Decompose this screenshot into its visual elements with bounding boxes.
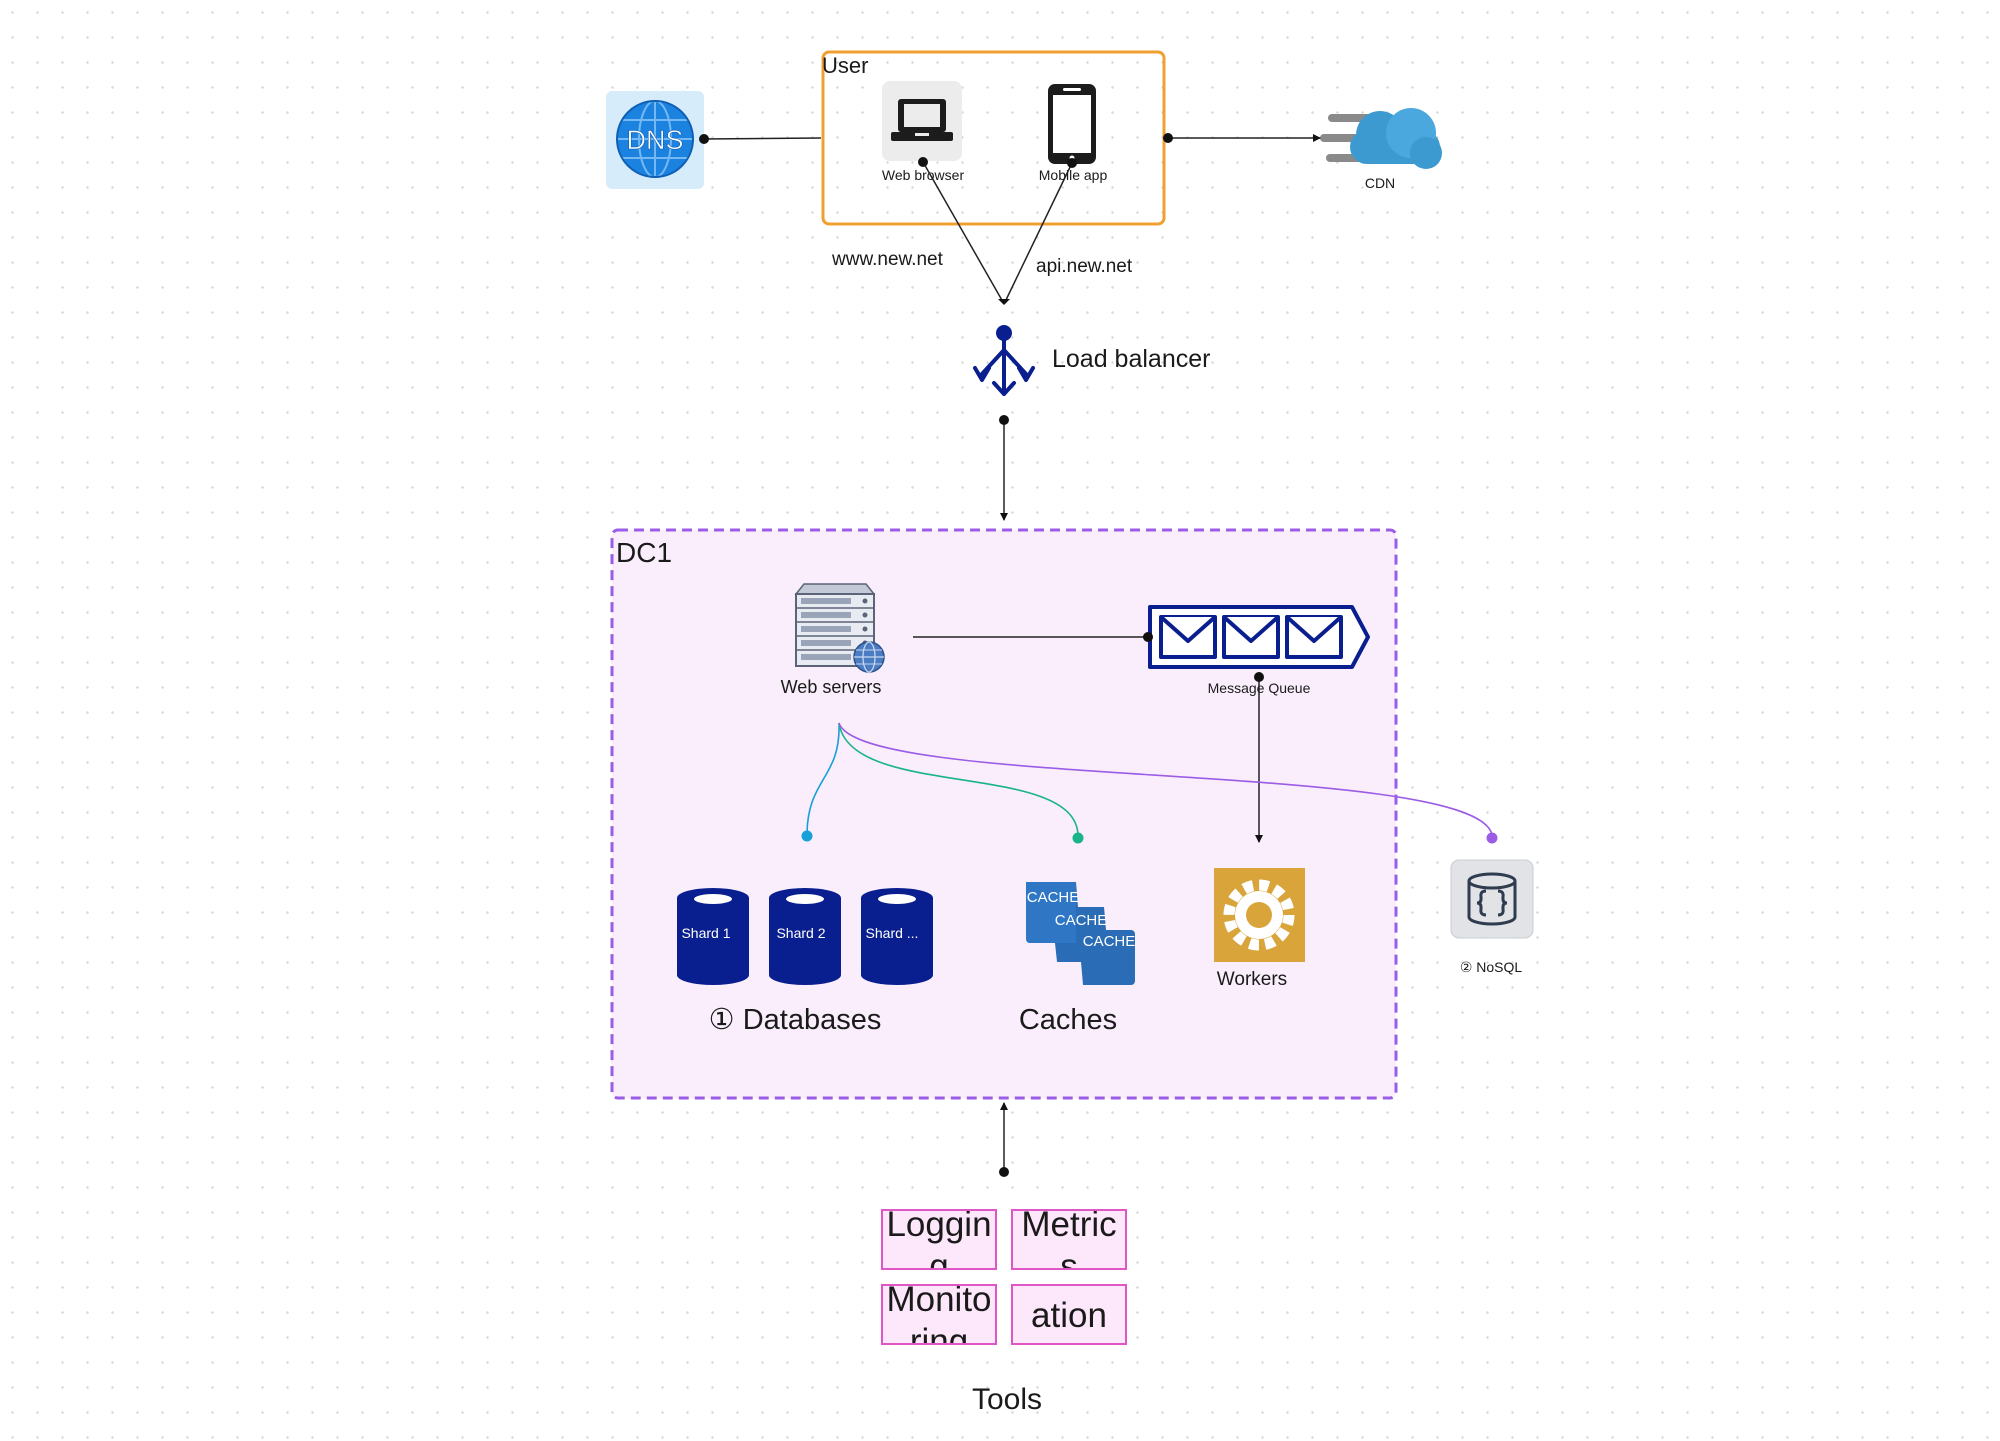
api-edge-label: api.new.net bbox=[1036, 256, 1133, 277]
dns-label: DNS bbox=[626, 125, 683, 155]
edge-browser-lb bbox=[918, 157, 1004, 303]
load-balancer-icon bbox=[973, 325, 1035, 396]
mobile-app-label: Mobile app bbox=[1039, 167, 1108, 183]
gear-icon bbox=[1223, 879, 1295, 951]
mobile-app-node[interactable]: Mobile app bbox=[1039, 84, 1108, 183]
edge-webservers-nosql bbox=[838, 722, 1498, 844]
nosql-node[interactable]: ② NoSQL bbox=[1450, 859, 1534, 975]
cdn-node[interactable]: CDN bbox=[1320, 108, 1442, 191]
edge-lb-dc1 bbox=[999, 415, 1009, 521]
web-servers-label: Web servers bbox=[781, 677, 882, 697]
cdn-label: CDN bbox=[1365, 175, 1395, 191]
cache-icon: CACHE CACHE CACHE bbox=[1026, 882, 1135, 985]
www-edge-label: www.new.net bbox=[831, 249, 944, 270]
edge-mobile-lb bbox=[1004, 158, 1077, 303]
tool-logging-label: Logging bbox=[886, 1209, 992, 1270]
edge-webservers-databases bbox=[801, 722, 840, 842]
tool-logging[interactable]: Logging bbox=[881, 1209, 997, 1270]
edge-dc1-tools bbox=[999, 1102, 1009, 1177]
edge-dns-user bbox=[699, 134, 822, 144]
cache-tag: CACHE bbox=[1027, 889, 1080, 906]
caches-label: Caches bbox=[1019, 1004, 1117, 1036]
edge-webservers-caches bbox=[838, 722, 1084, 844]
web-browser-node[interactable]: Web browser bbox=[882, 81, 965, 183]
dns-node[interactable]: DNS bbox=[606, 91, 704, 189]
message-queue-icon bbox=[1148, 605, 1370, 669]
workers-node[interactable]: Workers bbox=[1214, 868, 1305, 990]
web-servers-node[interactable]: Web servers bbox=[781, 583, 885, 697]
databases-node[interactable]: Shard 1 Shard 2 Shard ... ① Databases bbox=[677, 888, 933, 1036]
shard-label: Shard 1 bbox=[681, 925, 730, 941]
globe-icon bbox=[616, 100, 694, 178]
shard-label: Shard 2 bbox=[776, 925, 825, 941]
databases-label: ① Databases bbox=[709, 1004, 882, 1036]
edge-lb-arrowhead bbox=[998, 299, 1010, 305]
tool-monitoring[interactable]: Monitoring bbox=[881, 1284, 997, 1345]
caches-node[interactable]: CACHE CACHE CACHE Caches bbox=[1019, 882, 1135, 1036]
edge-webservers-queue bbox=[913, 632, 1153, 642]
server-rack-icon bbox=[794, 583, 885, 673]
load-balancer-label: Load balancer bbox=[1052, 345, 1210, 373]
edge-queue-workers bbox=[1254, 672, 1264, 843]
user-group-title: User bbox=[822, 53, 868, 78]
tool-metrics[interactable]: Metrics bbox=[1011, 1209, 1127, 1270]
tool-monitoring-label: Monitoring bbox=[886, 1284, 992, 1345]
dc1-title: DC1 bbox=[616, 537, 672, 568]
tool-metrics-label: Metrics bbox=[1021, 1209, 1117, 1270]
cloud-icon bbox=[1320, 108, 1442, 169]
tools-label: Tools bbox=[972, 1383, 1042, 1416]
cache-tag: CACHE bbox=[1083, 933, 1136, 950]
cache-tag: CACHE bbox=[1055, 912, 1108, 929]
user-group-frame[interactable] bbox=[821, 50, 1166, 226]
phone-icon bbox=[1048, 84, 1096, 164]
message-queue-node[interactable]: Message Queue bbox=[1148, 605, 1370, 696]
database-shard-2: Shard 2 bbox=[769, 888, 841, 985]
shard-label: Shard ... bbox=[866, 925, 919, 941]
nosql-label: ② NoSQL bbox=[1460, 959, 1523, 975]
tool-automation-label: Automation bbox=[1018, 1286, 1119, 1335]
document-database-icon bbox=[1467, 872, 1517, 926]
tool-automation[interactable]: Automation bbox=[1011, 1284, 1127, 1345]
edge-user-cdn bbox=[1163, 133, 1321, 143]
web-browser-label: Web browser bbox=[882, 167, 965, 183]
workers-label: Workers bbox=[1217, 969, 1287, 990]
database-shard-1: Shard 1 bbox=[677, 888, 749, 985]
database-shard-3: Shard ... bbox=[861, 888, 933, 985]
load-balancer-node[interactable]: Load balancer bbox=[973, 325, 1210, 396]
laptop-icon bbox=[891, 99, 953, 141]
